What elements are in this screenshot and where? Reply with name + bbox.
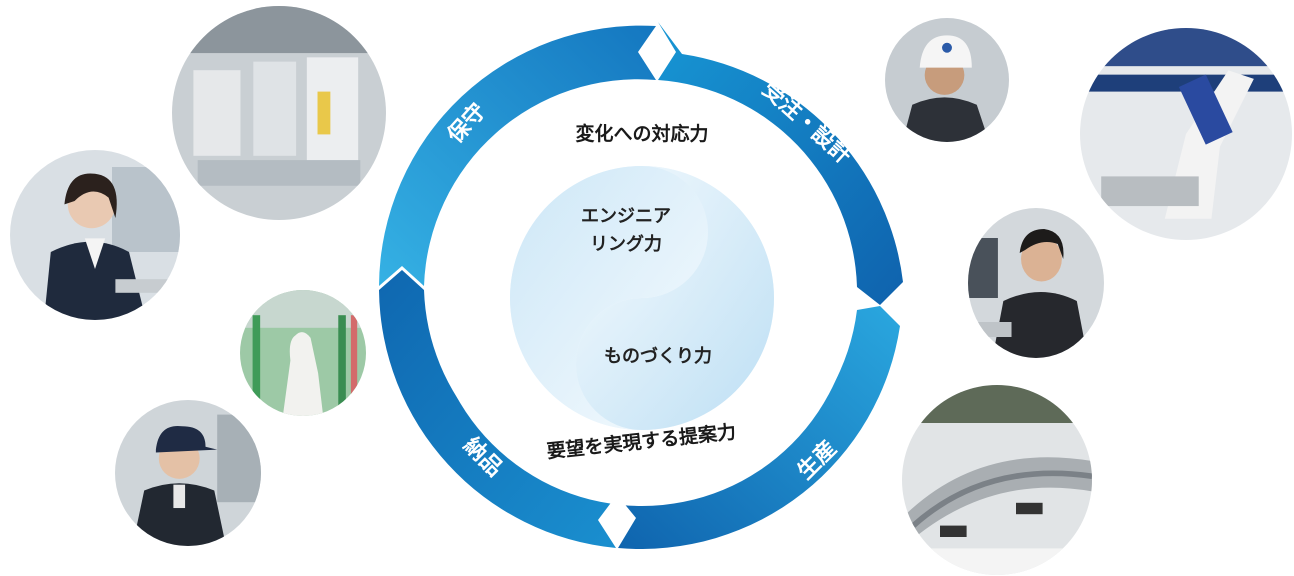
conveyor-machine-photo	[902, 385, 1092, 575]
robot-arm-photo	[1080, 28, 1292, 240]
office-man-photo	[968, 208, 1104, 358]
center-engineering-line2: リング力	[590, 233, 662, 255]
ring-segment-delivery	[379, 270, 616, 548]
ring-segment-design	[658, 22, 903, 305]
inner-top-text: 変化への対応力	[575, 122, 708, 145]
helmet-man-photo	[885, 18, 1009, 142]
ring-segment-maintenance	[379, 25, 656, 287]
center-manufacturing-text: ものづくり力	[604, 346, 712, 367]
center-top-lobe	[510, 166, 708, 430]
worker-cap-photo	[115, 400, 261, 546]
lab-glove-photo	[240, 290, 366, 416]
center-engineering-line1: エンジニア	[581, 206, 671, 227]
factory-line-photo	[172, 6, 386, 220]
office-woman-photo	[10, 150, 180, 320]
ring-segment-production	[618, 306, 900, 550]
center-bottom-lobe	[576, 166, 774, 430]
